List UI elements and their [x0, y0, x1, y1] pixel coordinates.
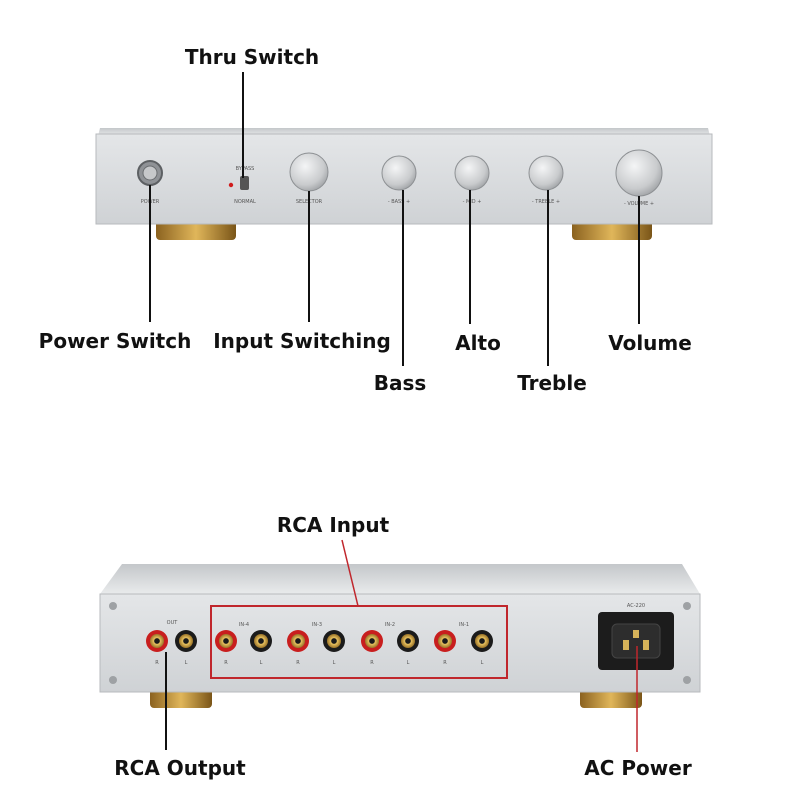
rca-pin — [438, 634, 452, 648]
treble-callout: Treble — [517, 371, 587, 395]
thru-switch-callout: Thru Switch — [185, 45, 319, 69]
thru-switch[interactable] — [240, 176, 249, 190]
rear-foot-right — [580, 688, 642, 708]
front-leader-lines — [149, 72, 640, 366]
in4-label: IN-4 — [239, 622, 249, 628]
in2-l-label: L — [407, 660, 410, 666]
rca-out-left-pin — [179, 634, 193, 648]
rca-input-highlight — [210, 605, 508, 679]
in2-r-label: R — [370, 660, 374, 666]
in4-r-label: R — [224, 660, 228, 666]
rca-pin — [219, 634, 233, 648]
ac-pin — [633, 630, 639, 638]
power-switch-callout: Power Switch — [39, 329, 192, 353]
bass-callout: Bass — [374, 371, 427, 395]
ac-pin — [623, 640, 629, 650]
ac-label: AC-220 — [627, 603, 645, 609]
ac-power-callout: AC Power — [584, 756, 692, 780]
rca-pin — [401, 634, 415, 648]
rear-panel-top — [100, 564, 700, 594]
normal-label: NORMAL — [234, 199, 256, 205]
screw — [683, 602, 691, 610]
bass-knob[interactable] — [381, 155, 417, 191]
rca-pin — [475, 634, 489, 648]
in3-r-label: R — [296, 660, 300, 666]
mid-knob[interactable] — [454, 155, 490, 191]
power-switch-cap — [142, 165, 158, 181]
rear-leader-lines — [165, 539, 638, 752]
treble-label: - TREBLE + — [532, 199, 560, 205]
mid-label: - MID + — [463, 199, 482, 205]
screw — [109, 676, 117, 684]
in1-label: IN-1 — [459, 622, 469, 628]
in3-l-label: L — [333, 660, 336, 666]
out-label: OUT — [167, 620, 179, 626]
rca-pin — [365, 634, 379, 648]
in2-label: IN-2 — [385, 622, 395, 628]
ac-inlet-socket — [611, 623, 661, 659]
volume-callout: Volume — [608, 331, 692, 355]
indicator-led — [228, 182, 234, 188]
out-r-label: R — [155, 660, 159, 666]
screw — [109, 602, 117, 610]
rca-pin — [291, 634, 305, 648]
bypass-label: BYPASS — [236, 166, 255, 172]
rca-out-right-pin — [150, 634, 164, 648]
in4-l-label: L — [260, 660, 263, 666]
rca-input-callout: RCA Input — [277, 513, 390, 537]
screw — [683, 676, 691, 684]
treble-knob[interactable] — [528, 155, 564, 191]
rca-input-leader — [341, 539, 359, 607]
in1-r-label: R — [443, 660, 447, 666]
rear-panel: OUT R L IN-4 R L IN-3 R L IN-2 R L IN — [99, 564, 701, 708]
rca-pin — [254, 634, 268, 648]
in3-label: IN-3 — [312, 622, 322, 628]
bass-label: - BASS + — [388, 199, 410, 205]
out-l-label: L — [185, 660, 188, 666]
alto-callout: Alto — [455, 331, 501, 355]
rca-output-callout: RCA Output — [114, 756, 246, 780]
selector-knob[interactable] — [289, 152, 329, 192]
volume-knob[interactable] — [615, 149, 663, 197]
in1-l-label: L — [481, 660, 484, 666]
input-switching-callout: Input Switching — [213, 329, 391, 353]
rca-pin — [327, 634, 341, 648]
ac-pin — [643, 640, 649, 650]
